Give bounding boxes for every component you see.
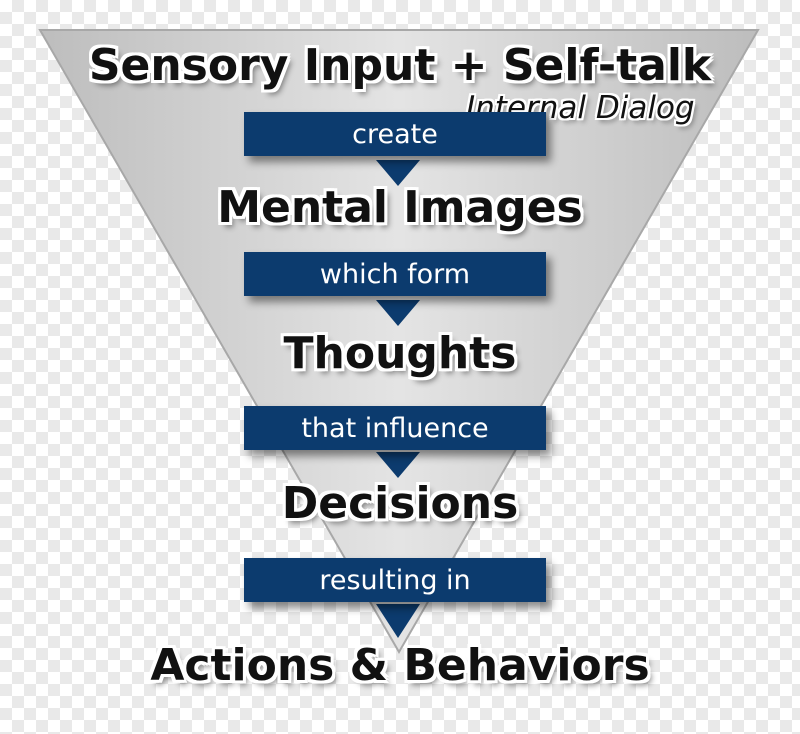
diagram-title: Sensory Input + Self-talk — [88, 40, 712, 91]
stage-actions-behaviors: Actions & Behaviors — [150, 640, 650, 691]
arrow-head-4 — [376, 604, 420, 638]
arrow-head-2 — [376, 300, 420, 326]
arrow-head-3 — [376, 452, 420, 478]
connector-create: create — [244, 112, 546, 156]
connector-resulting-in: resulting in — [244, 558, 546, 602]
stage-decisions: Decisions — [281, 478, 519, 529]
arrow-head-1 — [376, 160, 420, 186]
funnel-shape — [38, 29, 760, 655]
connector-that-influence: that influence — [244, 406, 546, 450]
stage-mental-images: Mental Images — [217, 182, 583, 233]
stage-thoughts: Thoughts — [283, 328, 517, 379]
connector-which-form: which form — [244, 252, 546, 296]
